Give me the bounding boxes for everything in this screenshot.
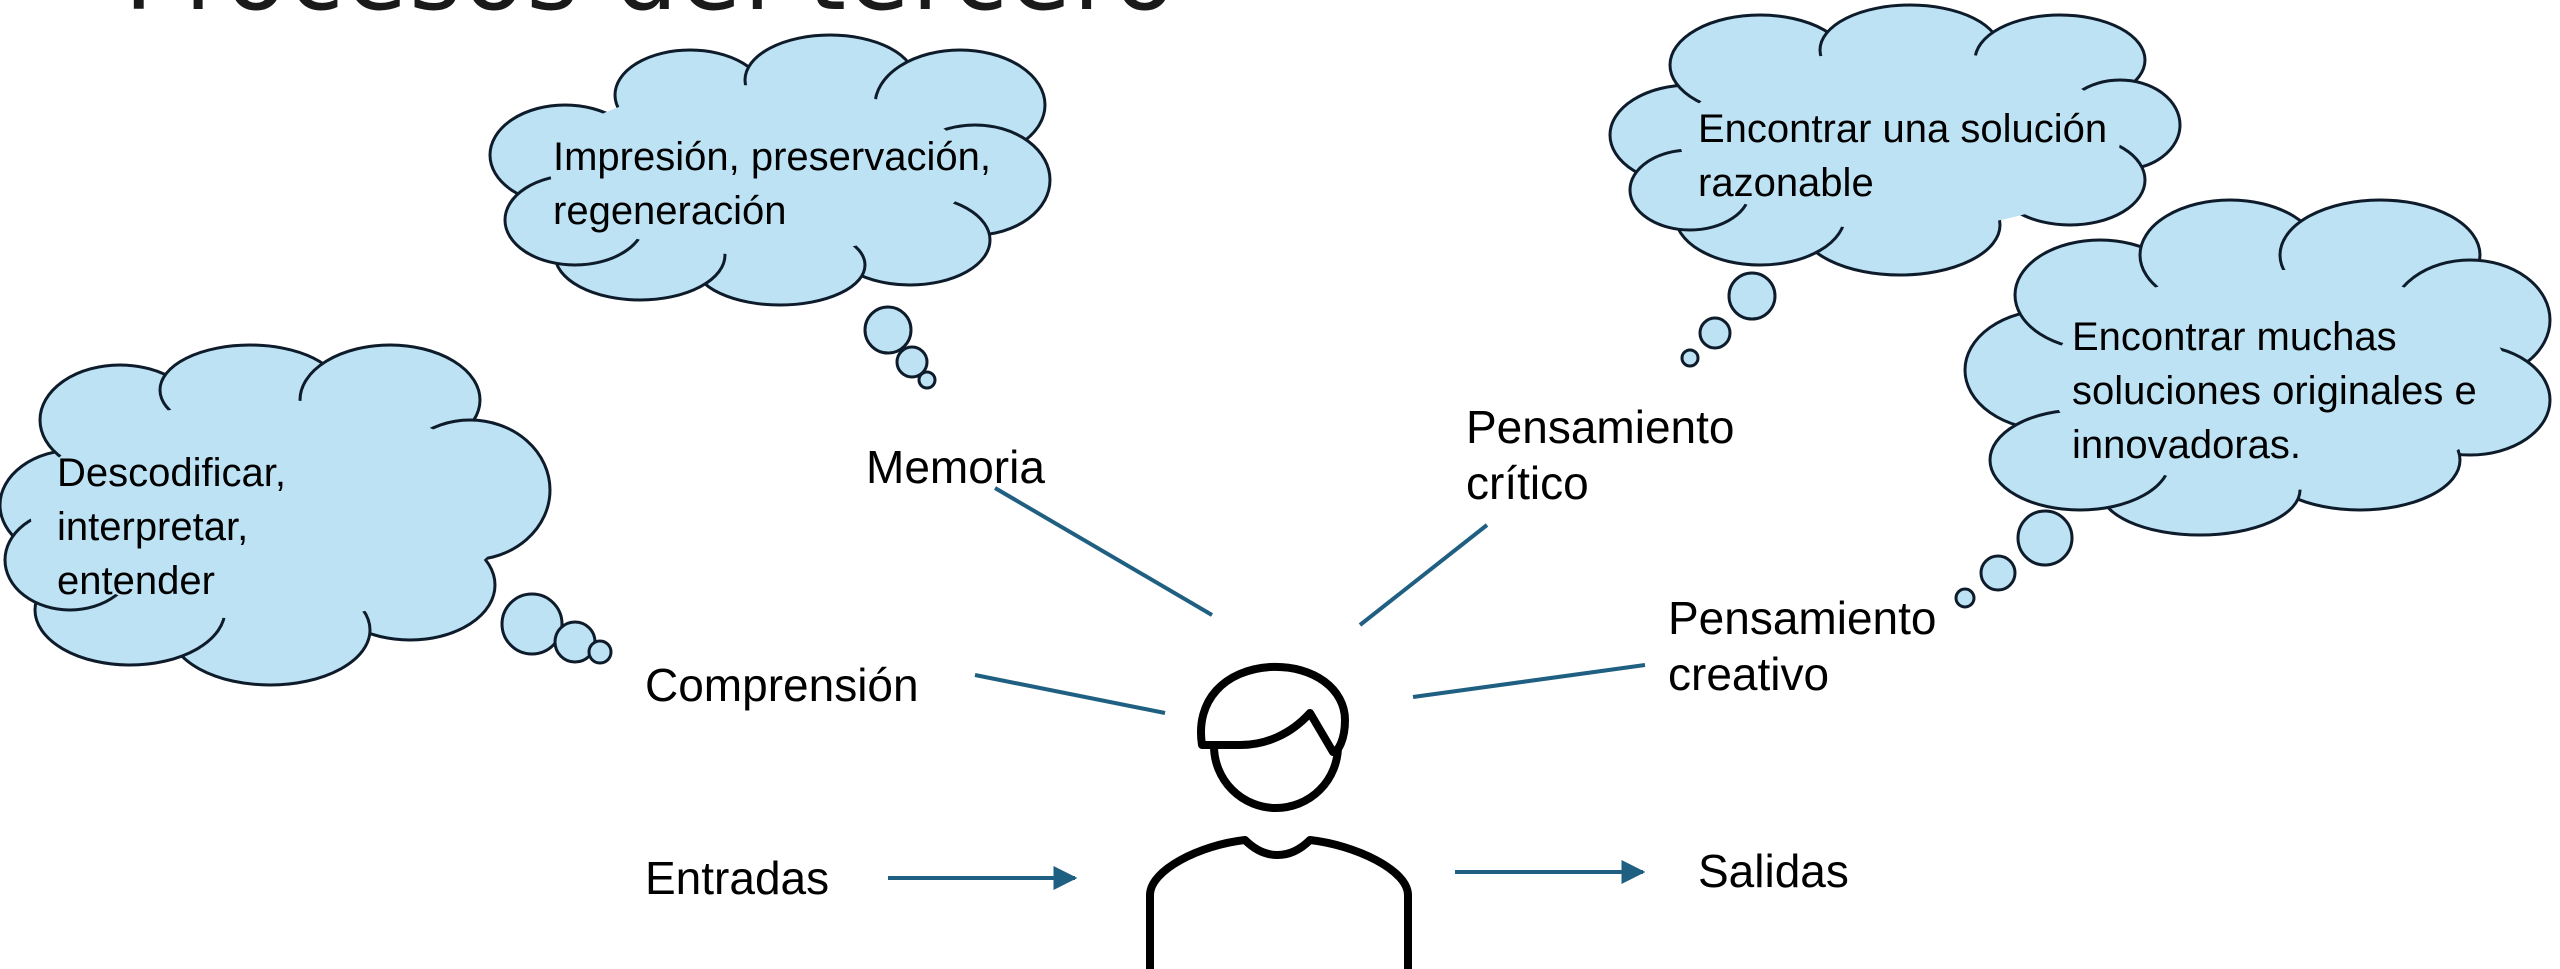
label-pensamiento-creativo-line-1: Pensamiento (1668, 592, 1937, 644)
cloud-critico-text: Encontrar una solución razonable (1698, 102, 2107, 210)
cloud-creativo-line-1: Encontrar muchas (2072, 315, 2397, 359)
thought-cloud-critico (1608, 3, 2182, 368)
cloud-memoria-line-2: regeneración (553, 189, 787, 233)
cloud-critico-line-1: Encontrar una solución (1698, 107, 2108, 151)
thought-cloud-memoria (488, 33, 1052, 390)
label-salidas: Salidas (1698, 845, 1849, 897)
cloud-creativo-line-3: innovadoras. (2072, 423, 2302, 467)
thought-cloud-comprension (0, 343, 613, 687)
cloud-creativo-line-2: soluciones originales e (2072, 369, 2477, 413)
label-pensamiento-critico-line-2: crítico (1466, 457, 1589, 509)
connector-lines (888, 486, 1646, 890)
connector-critico (1358, 523, 1489, 627)
label-pensamiento-creativo: Pensamiento creativo (1668, 590, 1937, 702)
label-entradas: Entradas (645, 852, 830, 904)
label-pensamiento-critico-line-1: Pensamiento (1466, 401, 1735, 453)
label-pensamiento-creativo-line-2: creativo (1668, 648, 1830, 700)
cloud-memoria-line-1: Impresión, preservación, (553, 135, 991, 179)
label-memoria: Memoria (866, 441, 1045, 493)
cloud-creativo-text: Encontrar muchas soluciones originales e… (2072, 310, 2477, 472)
page-title: Procesos del tercero (124, 0, 1177, 33)
cloud-comprension-line-3: entender (57, 559, 215, 603)
thought-cloud-creativo (1954, 198, 2552, 609)
connector-comprension (974, 673, 1166, 715)
cloud-critico-line-2: razonable (1698, 161, 1874, 205)
cloud-comprension-text: Descodificar, interpretar, entender (57, 446, 286, 608)
label-pensamiento-critico: Pensamiento crítico (1466, 399, 1735, 511)
cloud-memoria-text: Impresión, preservación, regeneración (553, 130, 991, 238)
person-icon (1146, 662, 1412, 969)
connector-memoria (993, 486, 1214, 617)
cloud-comprension-line-1: Descodificar, (57, 451, 286, 495)
connector-creativo (1412, 663, 1646, 699)
label-comprension: Comprensión (645, 659, 919, 711)
cloud-comprension-line-2: interpretar, (57, 505, 249, 549)
